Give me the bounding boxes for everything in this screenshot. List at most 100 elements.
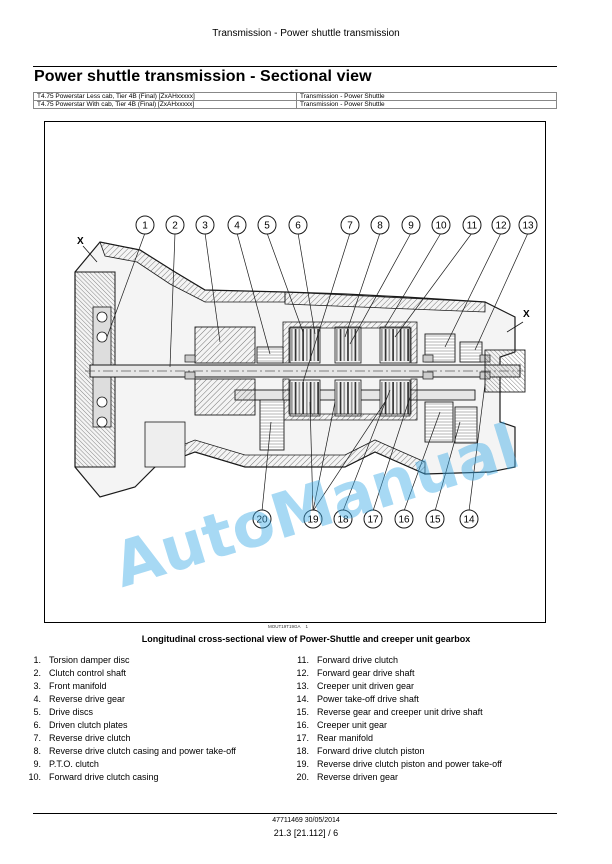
clutch-plate	[309, 382, 312, 414]
clutch-plate	[396, 329, 398, 361]
callout-circle-top	[165, 215, 185, 235]
bearing	[184, 354, 196, 363]
reverse-driven-gear	[259, 399, 285, 451]
leader-line	[266, 232, 304, 333]
legend-item: 10. Forward drive clutch casing	[19, 771, 236, 784]
clutch-plate	[354, 329, 357, 361]
callout-circle-top	[195, 215, 215, 235]
legend-item: 4. Reverse drive gear	[19, 693, 236, 706]
reverse-clutch-pack-lower	[289, 379, 321, 417]
clutch-plate	[392, 329, 394, 361]
callout-circle-bottom	[394, 509, 414, 529]
front-manifold-upper	[194, 326, 256, 364]
callout-label-top: 4	[234, 221, 240, 232]
leader-line	[384, 232, 442, 328]
legend-number: 5.	[33, 707, 41, 717]
running-header: Transmission - Power shuttle transmissio…	[212, 28, 400, 39]
clutch-pack-frame	[289, 326, 321, 364]
legend-item: 9.P.T.O. clutch	[19, 758, 236, 771]
legend-item: 1.Torsion damper disc	[19, 654, 236, 667]
callout-circle-top	[135, 215, 155, 235]
damper-spring	[96, 416, 108, 428]
clutch-plate	[343, 329, 346, 361]
legend-number: 7.	[33, 733, 41, 743]
legend-item: 18.Forward drive clutch piston	[287, 745, 502, 758]
legend-text: Driven clutch plates	[49, 720, 128, 730]
clutch-plate	[350, 382, 353, 414]
callout-label-top: 11	[467, 221, 478, 232]
callout-label-top: 7	[347, 221, 353, 232]
clutch-plate	[317, 382, 319, 414]
footer-rule	[33, 813, 557, 814]
leader-line	[434, 421, 461, 512]
section-mark-rear: X	[523, 309, 530, 320]
callout-circle-top	[370, 215, 390, 235]
clutch-plate	[347, 382, 349, 414]
callout-circle-bottom	[363, 509, 383, 529]
clutch-plate	[302, 329, 304, 361]
callout-label-bottom: 20	[256, 515, 268, 526]
legend-text: Reverse drive gear	[49, 694, 126, 704]
leader-line	[204, 232, 221, 343]
clutch-plate	[399, 382, 402, 414]
legend-number: 13.	[296, 681, 309, 691]
callout-label-top: 2	[172, 221, 178, 232]
legend-number: 9.	[33, 759, 41, 769]
table-row: T4.75 Powerstar With cab, Tier 4B (Final…	[33, 100, 557, 109]
legend-number: 2.	[33, 668, 41, 678]
leader-line	[403, 411, 441, 512]
figure-code-id: MOUT19T19GA	[268, 624, 301, 629]
creeper-unit-gear	[424, 401, 454, 443]
legend-item: 17.Rear manifold	[287, 732, 502, 745]
leader-line	[309, 401, 314, 512]
creeper-driven-gear	[459, 341, 483, 363]
clutch-plate	[291, 382, 293, 414]
callout-circle-top	[462, 215, 482, 235]
callout-circle-bottom	[459, 509, 479, 529]
figure-caption: Longitudinal cross-sectional view of Pow…	[141, 634, 471, 644]
legend-item: 16.Creeper unit gear	[287, 719, 502, 732]
footer-page-number: 21.3 [21.112] / 6	[273, 828, 339, 838]
pto-clutch-pack-upper	[334, 326, 362, 364]
legend-item: 5.Drive discs	[19, 706, 236, 719]
clutch-plate	[306, 329, 308, 361]
callout-circle-top	[518, 215, 538, 235]
clutch-plate	[407, 382, 409, 414]
leader-line	[349, 232, 412, 345]
legend-item: 3.Front manifold	[19, 680, 236, 693]
legend-number: 12.	[296, 668, 309, 678]
housing-wall-bottom	[154, 439, 426, 475]
legend-number: 6.	[33, 720, 41, 730]
model-cell: T4.75 Powerstar Less cab, Tier 4B (Final…	[33, 92, 297, 101]
legend-text: Rear manifold	[317, 733, 374, 743]
footer-doc-id: 47711469 30/05/2014	[272, 817, 340, 824]
damper-spring	[96, 396, 108, 408]
legend-number: 8.	[33, 746, 41, 756]
group-cell: Transmission - Power Shuttle	[296, 100, 557, 109]
callout-label-top: 6	[295, 221, 301, 232]
clutch-plate	[336, 329, 338, 361]
clutch-plate	[350, 329, 353, 361]
legend-text: Forward gear drive shaft	[317, 668, 415, 678]
gear-body	[259, 399, 285, 451]
clutch-plate	[317, 329, 319, 361]
legend-text: Reverse gear and creeper unit drive shaf…	[317, 707, 483, 717]
section-arrow-rear	[506, 321, 524, 333]
legend-text: Torsion damper disc	[49, 655, 130, 665]
title-rule	[33, 66, 557, 67]
figure-index: 1	[305, 624, 309, 629]
legend-number: 10.	[28, 772, 41, 782]
callout-circle-top	[227, 215, 247, 235]
legend-text: Forward drive clutch piston	[317, 746, 425, 756]
legend-number: 4.	[33, 694, 41, 704]
legend-text: Forward drive clutch casing	[49, 772, 159, 782]
section-arrow-front	[82, 245, 98, 263]
section-mark-front: X	[77, 236, 84, 247]
leader-line	[394, 232, 473, 338]
table-row: T4.75 Powerstar Less cab, Tier 4B (Final…	[33, 92, 557, 101]
clutch-plate	[381, 382, 383, 414]
